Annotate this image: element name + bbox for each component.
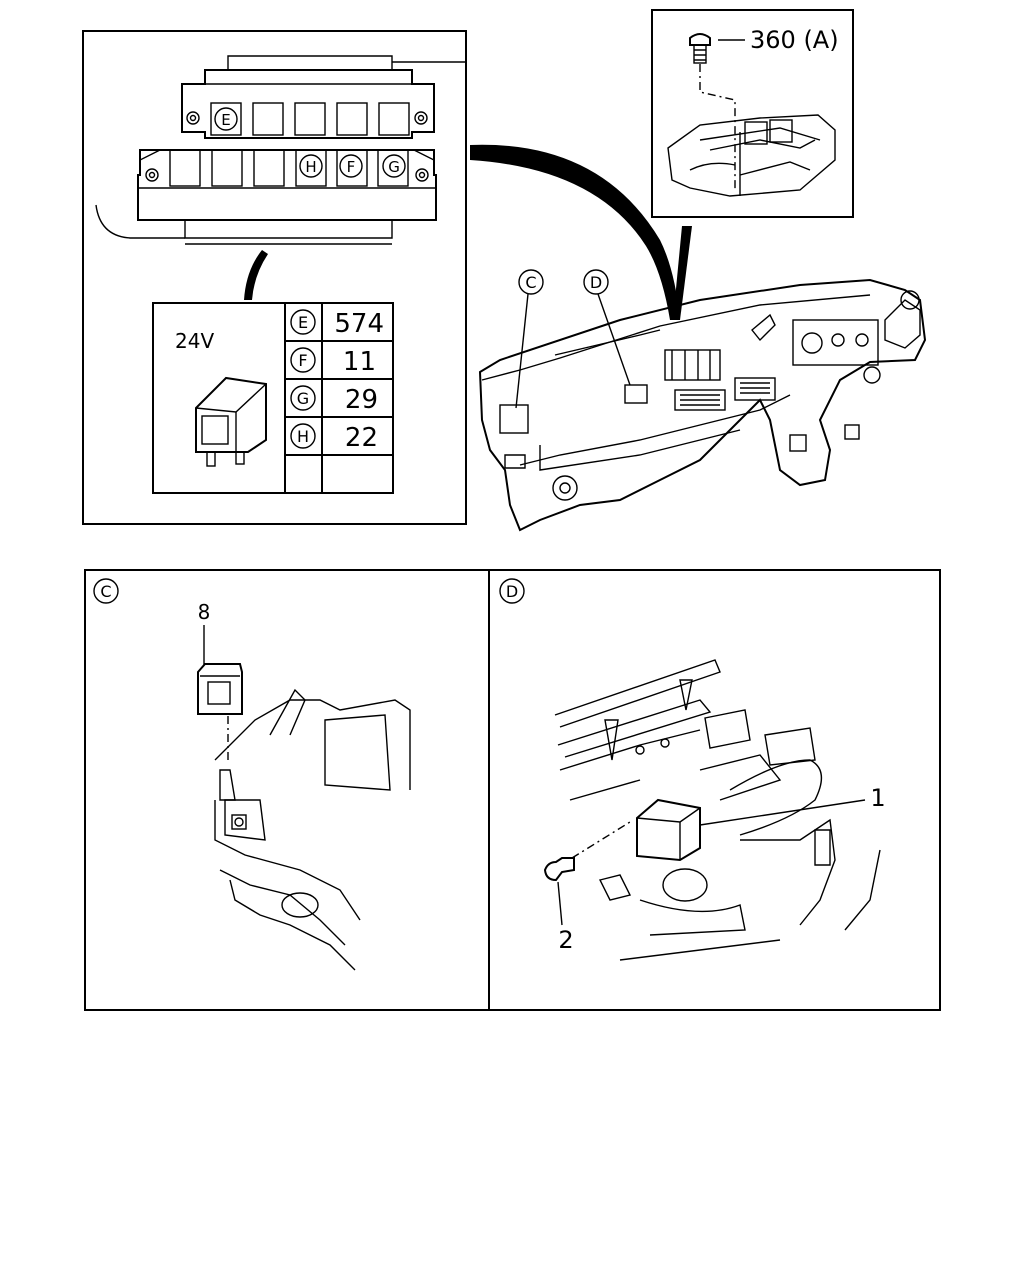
callout-g: G <box>388 158 400 176</box>
pointer-arrow <box>244 250 268 300</box>
view-d-label: D <box>506 582 518 601</box>
curved-arrow <box>470 144 680 320</box>
table-value-f: 11 <box>343 347 376 377</box>
table-value-h: 22 <box>345 423 378 453</box>
view-c-circle <box>93 578 119 604</box>
detail-panels: C 8 D <box>84 569 941 1011</box>
callout-h-circle <box>299 154 323 178</box>
overview-callout-d: D <box>590 273 602 292</box>
table-letter-g: G <box>297 389 309 408</box>
callout-e: E <box>221 111 230 129</box>
bolt-icon <box>689 33 711 64</box>
table-value-e: 574 <box>334 309 384 339</box>
callout-g-circle <box>382 154 406 178</box>
relay-panel-frame <box>82 30 467 525</box>
view-c-panel: C 8 <box>93 578 411 971</box>
overview-callout-c-circle <box>518 269 544 295</box>
pointer-arrow-2 <box>673 226 692 320</box>
table-value-g: 29 <box>345 385 378 415</box>
relay-icon <box>195 376 267 467</box>
table-letter-h: H <box>297 427 309 446</box>
table-letter-g-circle <box>290 385 316 411</box>
relay-voltage: 24V <box>175 329 214 353</box>
table-letter-f-circle <box>290 347 316 373</box>
table-letter-f: F <box>298 351 307 370</box>
dashboard-overview: C D <box>478 269 927 532</box>
detail-panels-frame <box>84 569 941 1011</box>
view-d-circle <box>499 578 525 604</box>
view-d-panel: D 1 2 <box>499 578 886 961</box>
callout-e-circle <box>214 107 238 131</box>
callout-f: F <box>347 158 356 176</box>
table-letter-e-circle <box>290 309 316 335</box>
table-letter-e: E <box>298 313 308 332</box>
table-letter-h-circle <box>290 423 316 449</box>
overview-callout-d-circle <box>583 269 609 295</box>
part-8-label: 8 <box>198 600 211 624</box>
callout-h: H <box>305 158 316 176</box>
part-2-label: 2 <box>558 926 573 954</box>
bolt-inset: 360 (A) <box>651 9 854 218</box>
part-1-label: 1 <box>870 784 885 812</box>
bolt-inset-frame <box>651 9 854 218</box>
callout-f-circle <box>339 154 363 178</box>
view-c-label: C <box>100 582 111 601</box>
bolt-callout: 360 (A) <box>750 26 839 54</box>
relay-table: 24V E 574 F 11 G 29 H 22 <box>152 302 394 494</box>
overview-callout-c: C <box>525 273 536 292</box>
relay-panel-detail: E H F G 24V <box>82 30 467 525</box>
